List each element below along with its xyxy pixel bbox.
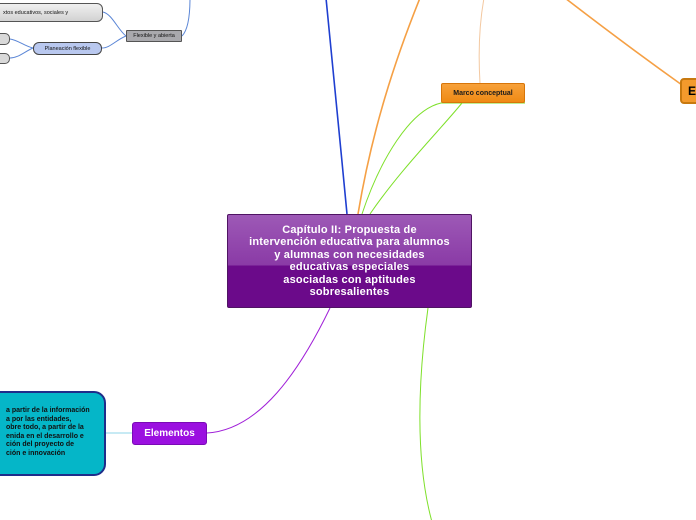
central-line: asociadas con aptitudes: [283, 273, 416, 286]
link-central-to-elementos: [206, 307, 331, 434]
node-marco-conceptual-label: Marco conceptual: [453, 89, 513, 97]
central-line: y alumnas con necesidades: [274, 248, 425, 261]
node-small-top[interactable]: [0, 33, 10, 45]
node-flexible[interactable]: Flexible y abierta: [126, 30, 182, 42]
link-planeacion-to-small2: [9, 47, 34, 59]
link-flexible-to-planeacion: [101, 35, 127, 49]
node-flexible-label: Flexible y abierta: [133, 33, 175, 39]
central-line: sobresalientes: [309, 286, 390, 298]
link-marco-up: [478, 0, 485, 84]
link-flexible-up: [181, 0, 191, 37]
link-central-blue-up: [325, 0, 348, 215]
node-contextos-label: xtos educativos, sociales y: [3, 9, 69, 16]
central-line: educativas especiales: [289, 261, 410, 273]
central-topic-text: Capítulo II: Propuesta de intervención e…: [249, 224, 450, 299]
link-orange-to-e: [566, 0, 683, 86]
link-central-green-down: [419, 307, 433, 520]
node-marco-conceptual[interactable]: Marco conceptual: [441, 83, 525, 103]
node-elementos[interactable]: Elementos: [132, 422, 207, 445]
node-planeacion-label: Planeación flexible: [44, 45, 91, 52]
note-line: a por las entidades,: [6, 415, 72, 423]
node-contextos[interactable]: xtos educativos, sociales y: [0, 3, 103, 22]
node-orange-partial[interactable]: E: [680, 78, 696, 104]
node-planeacion[interactable]: Planeación flexible: [33, 42, 102, 55]
node-small-bottom[interactable]: [0, 53, 10, 64]
note-line: obre todo, a partir de la: [6, 424, 84, 432]
note-line: a partir de la información: [6, 407, 90, 414]
node-orange-partial-label: E: [688, 84, 696, 98]
node-elementos-label: Elementos: [144, 428, 195, 439]
central-line: Capítulo II: Propuesta de: [282, 223, 417, 236]
note-line: enida en el desarrollo e: [6, 432, 84, 440]
node-elementos-note[interactable]: a partir de la información a por las ent…: [0, 391, 106, 476]
link-central-orange-up: [357, 0, 421, 215]
link-flexible-to-contextos: [102, 11, 127, 37]
central-line: intervención educativa para alumnos: [249, 236, 450, 248]
note-line: ción e innovación: [6, 449, 66, 457]
note-line: ción del proyecto de: [6, 441, 75, 449]
link-central-to-marco: [361, 102, 442, 215]
link-planeacion-to-small1: [9, 38, 34, 49]
link-central-green-2: [369, 102, 463, 215]
central-topic[interactable]: Capítulo II: Propuesta de intervención e…: [227, 214, 472, 308]
